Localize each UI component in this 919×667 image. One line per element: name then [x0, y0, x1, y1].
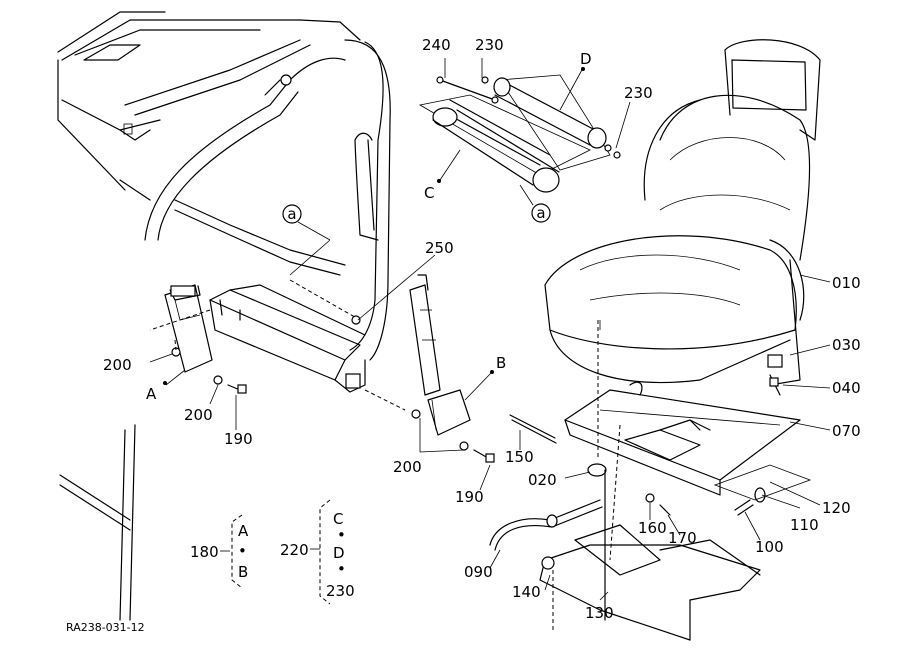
ref-marker-a-2: a	[531, 203, 551, 223]
svg-text:B: B	[238, 563, 248, 581]
part-label-200-mid: 200	[184, 406, 213, 424]
part-label-100: 100	[755, 538, 784, 556]
assembly-180: 180 A • B	[190, 514, 249, 589]
ref-letter-C: C	[424, 184, 434, 202]
part-label-110: 110	[790, 516, 819, 534]
svg-text:A: A	[238, 522, 249, 540]
part-label-150: 150	[505, 448, 534, 466]
svg-text:a: a	[287, 205, 296, 223]
ref-letter-B: B	[496, 354, 506, 372]
part-label-040: 040	[832, 379, 861, 397]
part-label-160: 160	[638, 519, 667, 537]
seat-belt-buckle	[164, 284, 247, 394]
svg-text:•: •	[238, 542, 247, 560]
part-label-200-left: 200	[103, 356, 132, 374]
seat-slide-rail	[509, 320, 801, 496]
part-label-120: 120	[822, 499, 851, 517]
part-label-020: 020	[528, 471, 557, 489]
part-label-240: 240	[422, 36, 451, 54]
part-label-190-left: 190	[224, 430, 253, 448]
svg-text:220: 220	[280, 541, 309, 559]
part-label-170: 170	[668, 529, 697, 547]
gas-spring-assembly	[418, 74, 621, 193]
part-label-200-right: 200	[393, 458, 422, 476]
svg-text:•: •	[337, 526, 346, 544]
part-label-130: 130	[585, 604, 614, 622]
part-label-070: 070	[832, 422, 861, 440]
part-label-010: 010	[832, 274, 861, 292]
ref-letter-A: A	[146, 385, 157, 403]
part-label-250: 250	[425, 239, 454, 257]
assembly-220: 220 C • D • 230	[280, 499, 355, 605]
part-label-090: 090	[464, 563, 493, 581]
svg-text:230: 230	[326, 582, 355, 600]
cab-floor-lines	[59, 424, 136, 621]
part-label-030: 030	[832, 336, 861, 354]
small-fasteners	[587, 354, 812, 516]
ref-letter-D: D	[580, 50, 592, 68]
svg-text:a: a	[536, 204, 545, 222]
part-label-230-right: 230	[624, 84, 653, 102]
rops-frame	[57, 11, 391, 361]
svg-text:D: D	[333, 544, 345, 562]
leader-lines	[149, 58, 831, 601]
part-label-230-top: 230	[475, 36, 504, 54]
svg-text:C: C	[333, 510, 343, 528]
part-label-140: 140	[512, 583, 541, 601]
ref-marker-a-1: a	[282, 204, 302, 224]
part-label-190-right: 190	[455, 488, 484, 506]
svg-text:•: •	[337, 560, 346, 578]
svg-text:180: 180	[190, 543, 219, 561]
seat-belt-retractor	[351, 274, 495, 463]
operator-seat	[544, 39, 821, 386]
figure-code: RA238-031-12	[66, 621, 145, 634]
seat-bracket	[149, 279, 406, 411]
